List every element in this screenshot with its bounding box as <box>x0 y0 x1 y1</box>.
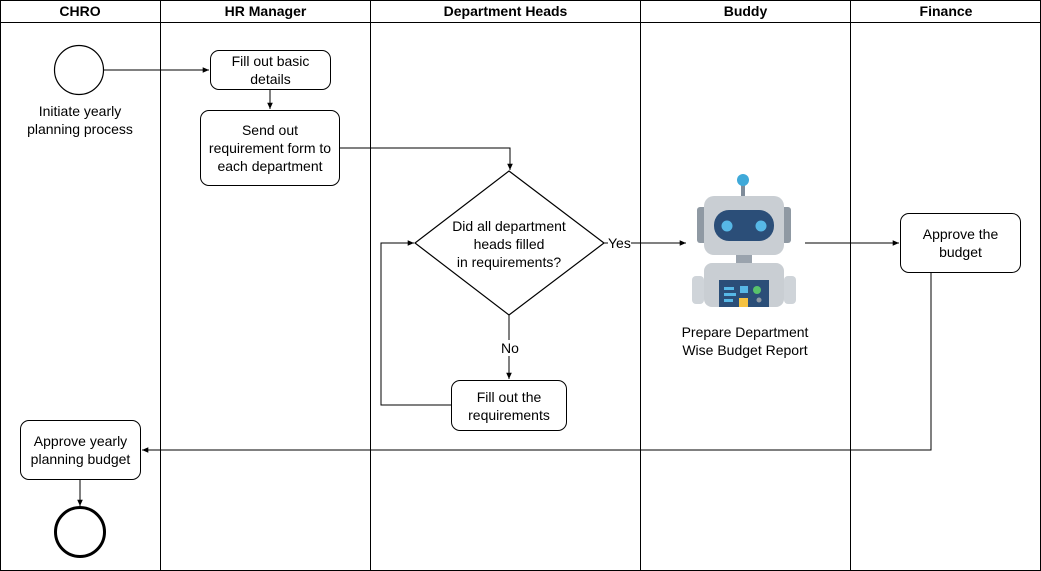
task-fill-basic-details: Fill out basic details <box>210 50 331 90</box>
lane-title-hr-manager: HR Manager <box>224 3 307 19</box>
start-event <box>53 44 105 96</box>
lane-title-chro: CHRO <box>59 3 101 19</box>
edge-loop-back <box>380 240 452 406</box>
end-event <box>54 506 106 558</box>
task-send-requirement-form: Send out requirement form to each depart… <box>200 110 340 186</box>
start-event-label: Initiate yearly planning process <box>27 103 133 137</box>
edge-send-to-decision <box>340 147 513 170</box>
task-approve-yearly-budget: Approve yearly planning budget <box>20 420 141 480</box>
edge-label-no: No <box>499 340 521 356</box>
edge-label-yes: Yes <box>608 235 631 251</box>
buddy-task-label: Prepare Department Wise Budget Report <box>681 324 809 358</box>
lane-title-finance: Finance <box>919 3 973 19</box>
lane-title-buddy: Buddy <box>723 3 768 19</box>
lane-title-department-heads: Department Heads <box>443 3 568 19</box>
robot-icon <box>692 174 796 307</box>
decision-label: Did all department heads filled in requi… <box>452 218 566 270</box>
edge-finance-to-chro <box>142 273 932 453</box>
task-fill-requirements: Fill out the requirements <box>451 380 567 431</box>
task-approve-budget: Approve the budget <box>900 213 1021 273</box>
